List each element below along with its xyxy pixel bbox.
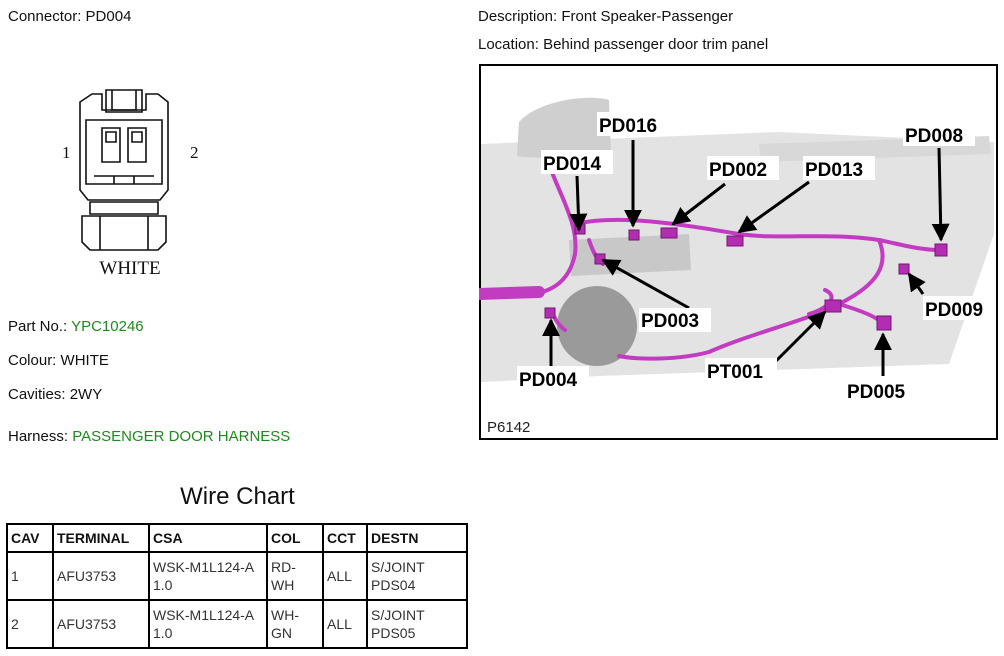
callout-pt001: PT001: [707, 362, 763, 383]
column-header-terminal: TERMINAL: [52, 523, 150, 553]
cell-terminal: AFU3753: [52, 599, 150, 649]
cell-destn: S/JOINT PDS04: [366, 551, 468, 601]
colour-label: Colour:: [8, 352, 57, 369]
speaker-circle: [557, 286, 637, 366]
connector-line: Connector: PD004: [8, 8, 131, 25]
location-line: Location: Behind passenger door trim pan…: [478, 36, 768, 53]
callout-pd005: PD005: [847, 382, 906, 403]
pin-2-label: 2: [190, 143, 199, 162]
callout-pd016: PD016: [599, 116, 657, 137]
harness-location-diagram: PD016 PD014 PD002 PD013 PD008 PD003 PD00…: [479, 64, 998, 440]
harness-line: Harness: PASSENGER DOOR HARNESS: [8, 428, 290, 445]
part-no-label: Part No.:: [8, 318, 68, 335]
location-value: Behind passenger door trim panel: [543, 36, 769, 53]
harness-value: PASSENGER DOOR HARNESS: [72, 428, 291, 445]
callout-pd009: PD009: [925, 300, 983, 321]
cell-cct: ALL: [322, 551, 368, 601]
cell-cav: 2: [6, 599, 54, 649]
cell-csa: WSK-M1L124-A 1.0: [148, 551, 268, 601]
description-value: Front Speaker-Passenger: [561, 8, 734, 25]
callout-pd002: PD002: [709, 160, 767, 181]
connector-label: Connector:: [8, 8, 82, 25]
cell-cct: ALL: [322, 599, 368, 649]
wire-chart-header-row: CAV TERMINAL CSA COL CCT DESTN: [6, 523, 468, 553]
cell-col: RD-WH: [266, 551, 324, 601]
part-no-line: Part No.: YPC10246: [8, 318, 144, 335]
cell-terminal: AFU3753: [52, 551, 150, 601]
harness-label: Harness:: [8, 428, 69, 445]
connector-value: PD004: [85, 8, 132, 25]
cavities-line: Cavities: 2WY: [8, 386, 102, 403]
column-header-col: COL: [266, 523, 324, 553]
connector-colour-caption: WHITE: [99, 258, 160, 279]
description-line: Description: Front Speaker-Passenger: [478, 8, 733, 25]
location-label: Location:: [478, 36, 539, 53]
cell-csa: WSK-M1L124-A 1.0: [148, 599, 268, 649]
callout-arrows: [542, 140, 950, 376]
callout-pd013: PD013: [805, 160, 863, 181]
column-header-csa: CSA: [148, 523, 268, 553]
column-header-destn: DESTN: [366, 523, 468, 553]
column-header-cav: CAV: [6, 523, 54, 553]
part-no-value: YPC10246: [71, 318, 144, 335]
callout-pd003: PD003: [641, 311, 699, 332]
wire-chart-table: CAV TERMINAL CSA COL CCT DESTN 1 AFU3753…: [6, 523, 468, 649]
callout-pd008: PD008: [905, 126, 963, 147]
pin-1-label: 1: [62, 143, 71, 162]
column-header-cct: CCT: [322, 523, 368, 553]
callout-pd014: PD014: [543, 154, 602, 175]
connector-face-drawing: 1 2 WHITE: [62, 89, 199, 279]
table-row: 2 AFU3753 WSK-M1L124-A 1.0 WH-GN ALL S/J…: [6, 599, 468, 649]
cell-cav: 1: [6, 551, 54, 601]
description-label: Description:: [478, 8, 558, 25]
colour-value: WHITE: [60, 352, 109, 369]
table-row: 1 AFU3753 WSK-M1L124-A 1.0 RD-WH ALL S/J…: [6, 551, 468, 601]
figure-id: P6142: [487, 419, 530, 436]
cell-col: WH-GN: [266, 599, 324, 649]
cavities-value: 2WY: [69, 386, 103, 403]
wire-chart-title: Wire Chart: [180, 483, 295, 510]
callout-pd004: PD004: [519, 370, 578, 391]
cavities-label: Cavities:: [8, 386, 66, 403]
colour-line: Colour: WHITE: [8, 352, 109, 369]
cell-destn: S/JOINT PDS05: [366, 599, 468, 649]
